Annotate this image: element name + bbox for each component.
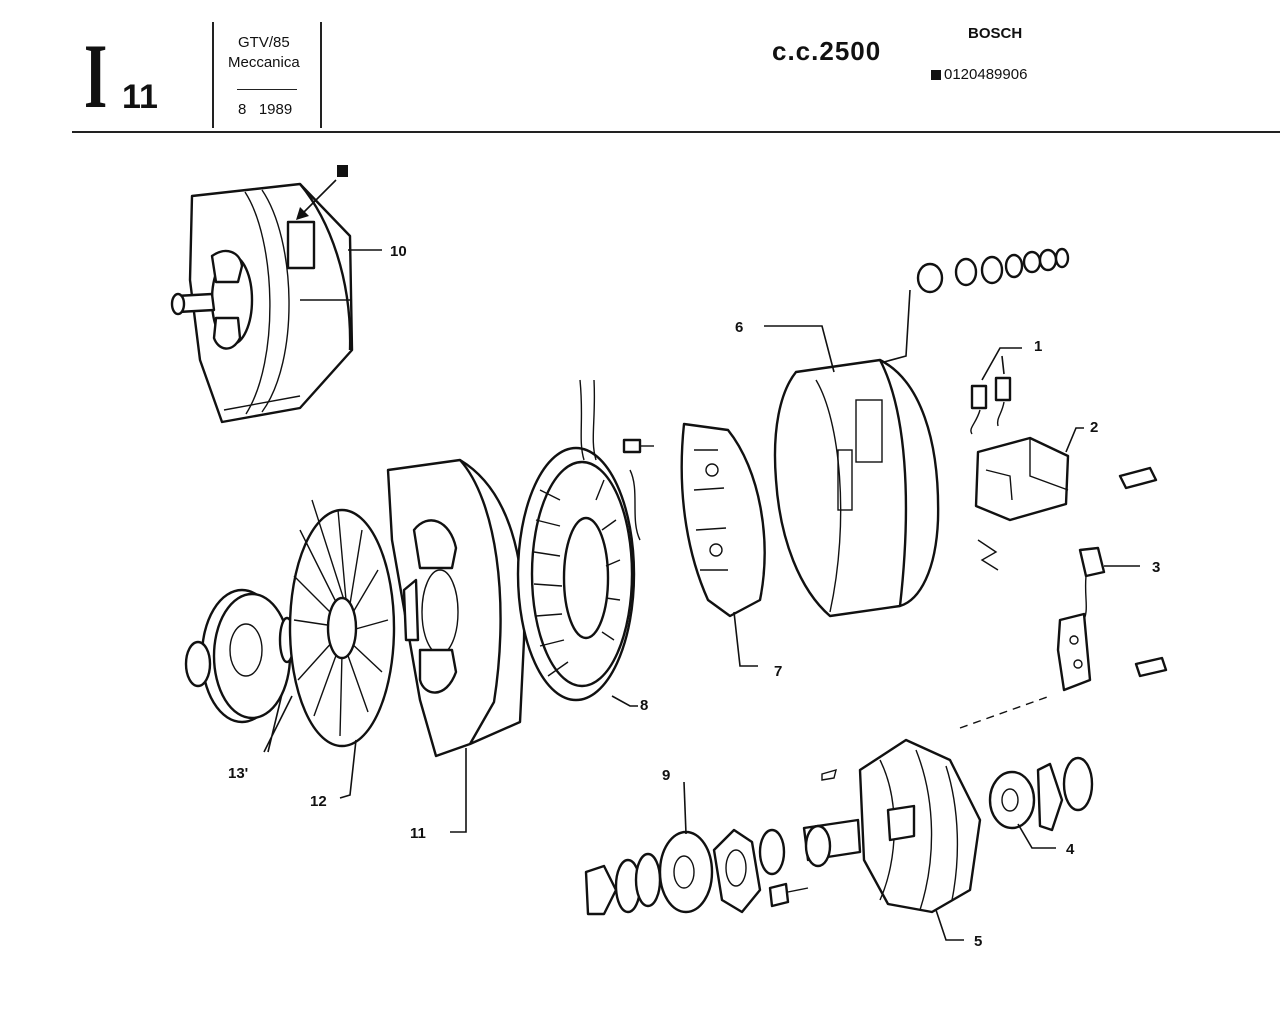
model-subtitle: Meccanica: [228, 54, 300, 71]
drive-end-bracket: [386, 458, 526, 758]
bolt-part: [1118, 466, 1158, 490]
header-divider: [72, 131, 1280, 133]
callout-3: 3: [1152, 559, 1160, 576]
alternator-assembly: [170, 182, 354, 424]
washer-set: [916, 247, 1070, 294]
callout-9: 9: [662, 767, 670, 784]
spring-part: [977, 539, 999, 571]
model-name: GTV/85: [238, 34, 290, 51]
rear-bearing-part: [988, 756, 1094, 832]
leader-line: [450, 748, 467, 833]
leader-line: [339, 739, 357, 799]
callout-7: 7: [774, 663, 782, 680]
stator-part: [516, 379, 641, 702]
leader-line: [611, 695, 638, 707]
square-marker-icon: [931, 70, 941, 80]
brush-holder-part: [974, 436, 1070, 522]
pulley-part: [184, 588, 296, 724]
callout-13: 13': [228, 765, 248, 782]
leader-line: [263, 693, 293, 753]
callout-11: 11: [410, 825, 426, 842]
dashed-assembly-line: [959, 695, 1051, 729]
screw-part: [622, 438, 654, 454]
section-letter: I: [84, 25, 108, 127]
slip-ring-housing: [773, 358, 940, 618]
arrow-icon: [296, 207, 309, 220]
model-box: [212, 22, 322, 128]
leader-line: [935, 909, 964, 941]
callout-1: 1: [1034, 338, 1042, 355]
leader-line: [981, 347, 1022, 381]
rotor-part: [802, 738, 982, 914]
leader-line: [764, 325, 835, 373]
callout-5: 5: [974, 933, 982, 950]
rectifier-part: [680, 422, 766, 618]
leader-line: [1065, 427, 1084, 453]
square-marker-icon: [337, 165, 348, 177]
engine-capacity: c.c.2500: [772, 36, 882, 66]
part-code: 0120489906: [944, 66, 1028, 83]
brushes-part: [970, 376, 1012, 435]
bolt-part: [1134, 656, 1168, 678]
leader-line: [683, 781, 687, 835]
leader-line: [733, 611, 758, 667]
callout-10: 10: [390, 243, 407, 260]
model-date: 8 1989: [238, 101, 293, 118]
callout-8: 8: [640, 697, 648, 714]
model-divider: [237, 89, 297, 90]
section-number: 11: [122, 78, 158, 116]
key-part: [821, 768, 837, 781]
callout-6: 6: [735, 319, 743, 336]
callout-4: 4: [1066, 841, 1075, 858]
callout-2: 2: [1090, 419, 1098, 436]
callout-12: 12: [310, 793, 327, 810]
brand: BOSCH: [968, 25, 1023, 42]
leader-line: [883, 289, 911, 363]
front-bearing-stack: [584, 828, 809, 916]
fan-part: [288, 499, 396, 748]
leader-line: [301, 179, 337, 215]
leader-line: [1017, 823, 1056, 849]
regulator-part: [1056, 546, 1106, 692]
